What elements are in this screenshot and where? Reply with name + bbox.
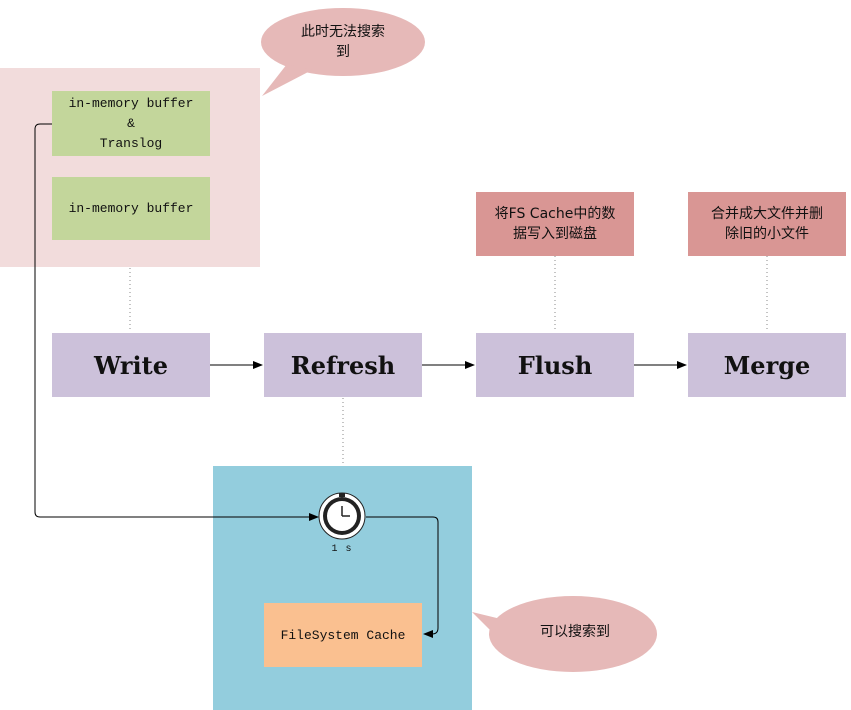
timer-label: 1 s (331, 544, 353, 555)
merge-note: 合并成大文件并删 除旧的小文件 (688, 192, 846, 256)
filesystem-cache-box: FileSystem Cache (264, 603, 422, 667)
buffer-to-timer-arrow (34, 123, 319, 521)
write-stage: Write (52, 333, 210, 397)
flush-stage: Flush (476, 333, 634, 397)
bottom-bubble-text: 可以搜索到 (540, 624, 610, 640)
timer-to-cache-arrow (366, 516, 439, 638)
refresh-stage: Refresh (264, 333, 422, 397)
top-speech-bubble (261, 8, 425, 96)
merge-stage: Merge (688, 333, 846, 397)
top-bubble-text: 此时无法搜索 到 (301, 24, 385, 60)
buffer-translog-box: in-memory buffer & Translog (52, 91, 210, 156)
clock-icon (318, 492, 366, 540)
buffer-box: in-memory buffer (52, 177, 210, 240)
flush-note: 将FS Cache中的数 据写入到磁盘 (476, 192, 634, 256)
bottom-speech-bubble (472, 596, 657, 672)
